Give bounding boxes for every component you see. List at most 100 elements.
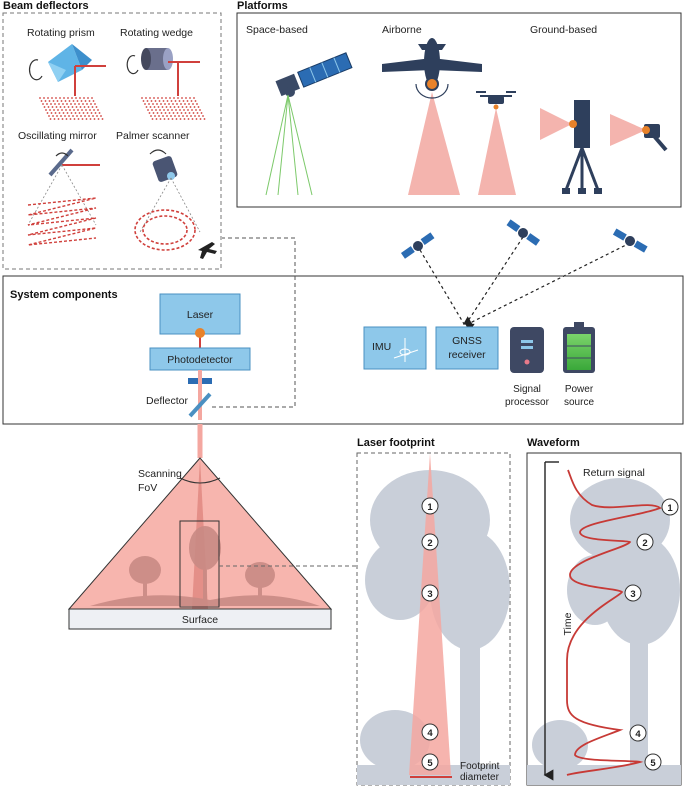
scan-grid-dot — [185, 97, 187, 99]
scan-grid-dot — [80, 100, 83, 102]
scan-grid-dot — [75, 106, 78, 108]
scan-grid-dot — [52, 115, 54, 117]
scan-grid-dot — [61, 118, 64, 120]
imu-axes-icon — [393, 338, 419, 362]
signal-processor-label-line2: processor — [505, 397, 550, 408]
scan-grid-dot — [48, 100, 51, 102]
scan-grid-dot — [77, 118, 80, 120]
scan-grid-dot — [42, 103, 44, 105]
scan-grid-dot — [192, 103, 194, 105]
laser-footprint-panel: Laser footprint 1 2 3 4 5 Footprint diam… — [356, 437, 511, 786]
scan-grid-dot — [159, 109, 161, 111]
scan-grid-dot — [195, 109, 197, 111]
waveform-marker-2: 2 — [642, 538, 647, 549]
scan-grid-dot — [82, 112, 85, 114]
signal-processor-icon — [510, 327, 544, 373]
scan-grid-dot — [199, 109, 201, 111]
scan-grid-dot — [90, 112, 93, 114]
scan-grid-dot — [76, 115, 78, 117]
scan-grid-dot — [165, 97, 167, 99]
scan-grid-dot — [160, 103, 162, 105]
scan-grid-dot — [168, 112, 171, 114]
platforms-panel: Platforms Space-based Airborne Ground-ba… — [236, 0, 682, 208]
scan-grid-dot — [81, 109, 83, 111]
scan-grid-dot — [145, 97, 147, 99]
scan-grid-dot — [154, 100, 157, 102]
scan-grid-dot — [83, 97, 85, 99]
scan-grid-dot — [43, 97, 45, 99]
scan-grid-dot — [182, 100, 185, 102]
satellite-icon — [265, 52, 353, 196]
system-components-panel: System components Laser Photodetector De… — [2, 237, 684, 425]
scan-grid-dot — [68, 100, 71, 102]
scan-grid-dot — [70, 103, 72, 105]
scan-grid-dot — [194, 115, 196, 117]
scan-grid-dot — [79, 97, 81, 99]
scan-grid-dot — [80, 115, 82, 117]
footprint-diameter-line2: diameter — [460, 772, 500, 783]
scan-grid-dot — [170, 115, 172, 117]
scan-grid-dot — [177, 97, 179, 99]
scan-grid-dot — [69, 109, 71, 111]
tripod-scanner-icon — [540, 100, 602, 194]
scan-grid-dot — [68, 115, 70, 117]
laser-label: Laser — [187, 309, 214, 321]
scan-grid-dot — [65, 109, 67, 111]
waveform-marker-4: 4 — [635, 729, 641, 740]
scan-grid-dot — [66, 103, 68, 105]
battery-icon — [563, 322, 595, 373]
footprint-marker-3: 3 — [427, 589, 432, 600]
scan-grid-dot — [83, 106, 86, 108]
scan-grid-dot — [187, 109, 189, 111]
scan-grid-dot — [44, 100, 47, 102]
scan-grid-dot — [194, 100, 197, 102]
scan-grid-dot — [150, 115, 152, 117]
scan-grid-dot — [166, 115, 168, 117]
scan-grid-dot — [97, 109, 99, 111]
scan-grid-dot — [101, 118, 104, 120]
gnss-satellite-icon-1 — [400, 232, 435, 259]
scan-grid-dot — [178, 100, 181, 102]
scan-grid-dot — [163, 109, 165, 111]
scan-grid-dot — [149, 97, 151, 99]
scan-grid-dot — [141, 97, 143, 99]
scan-grid-dot — [169, 97, 171, 99]
scan-grid-dot — [161, 106, 164, 108]
scan-grid-dot — [100, 115, 102, 117]
power-source-label-line1: Power — [565, 384, 594, 395]
footprint-diameter-line1: Footprint — [460, 761, 500, 772]
airplane-icon — [382, 38, 482, 195]
scan-grid-dot — [98, 112, 101, 114]
scan-grid-dot — [189, 97, 191, 99]
scan-grid-dot — [71, 106, 74, 108]
footprint-marker-4: 4 — [427, 728, 433, 739]
scan-grid-dot — [40, 100, 43, 102]
scan-grid-dot — [79, 106, 82, 108]
scan-grid-dot — [62, 112, 65, 114]
scan-grid-dot — [166, 100, 169, 102]
scan-grid-dot — [167, 109, 169, 111]
scan-grid-dot — [50, 112, 53, 114]
scan-grid-dot — [49, 118, 52, 120]
scan-grid-dot — [94, 103, 96, 105]
scan-grid-dot — [156, 112, 159, 114]
platforms-title: Platforms — [237, 0, 288, 12]
scan-grid-dot — [61, 109, 63, 111]
rotating-wedge-icon — [126, 48, 200, 96]
drone-icon — [476, 91, 516, 195]
scan-grid-dot — [180, 112, 183, 114]
signal-processor-label-line1: Signal — [513, 384, 541, 395]
scan-grid-dot — [183, 109, 185, 111]
scan-grid-dot — [192, 112, 195, 114]
scan-grid-dot — [84, 115, 86, 117]
scan-grid-dot — [186, 100, 189, 102]
imu-box — [363, 326, 427, 370]
scan-grid-dot — [202, 115, 204, 117]
scan-grid-dot — [81, 118, 84, 120]
scan-grid-dot — [173, 106, 176, 108]
gnss-satellites — [400, 219, 648, 333]
scan-grid-dot — [74, 103, 76, 105]
scan-grid-dot — [59, 97, 61, 99]
scan-grid-dot — [69, 118, 72, 120]
scan-grid-dot — [185, 106, 188, 108]
